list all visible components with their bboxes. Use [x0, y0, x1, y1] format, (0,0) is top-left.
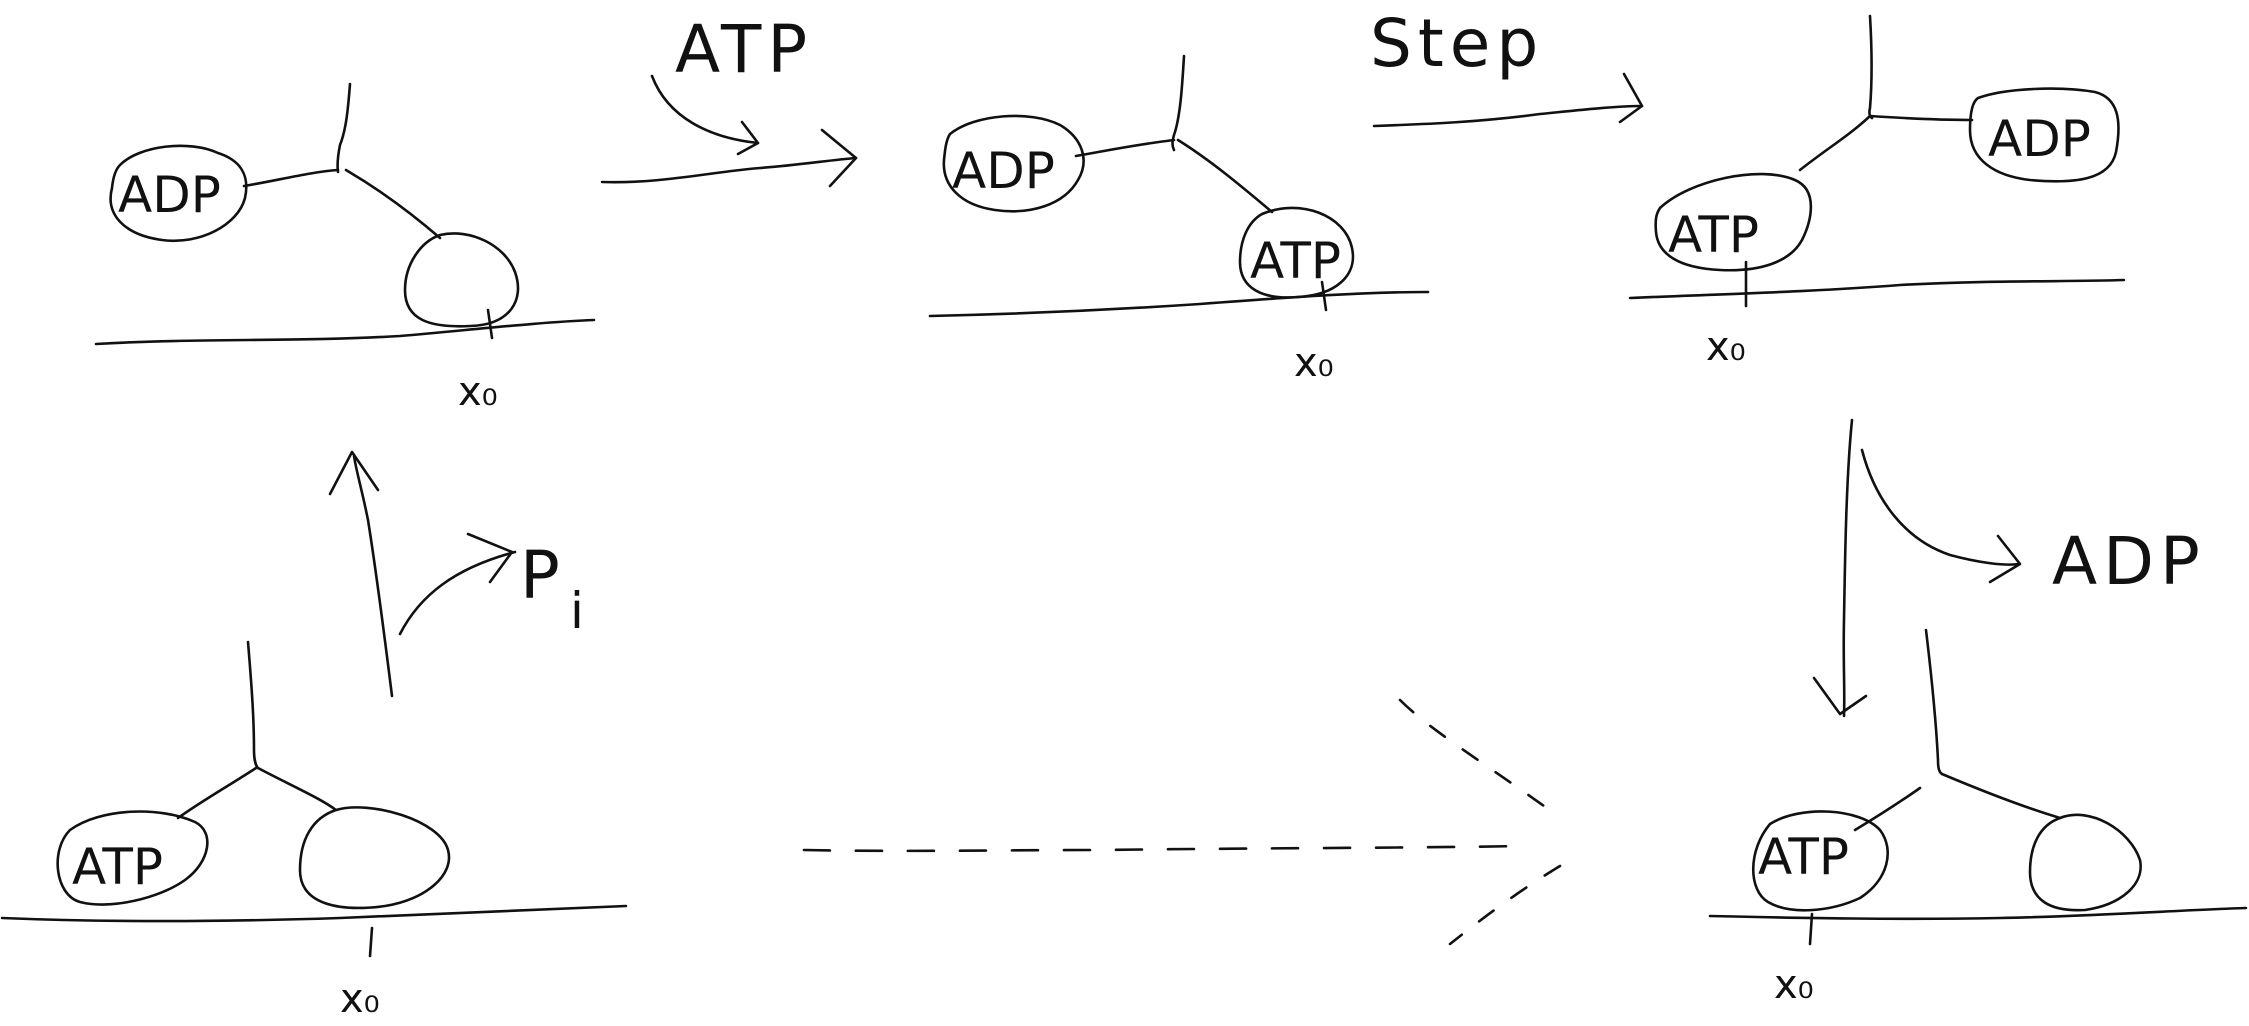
motor-head-adp-label: ADP — [1988, 110, 2091, 168]
rear-lever — [176, 766, 258, 820]
step-head — [1618, 72, 1644, 124]
motor-head-atp — [1654, 172, 1813, 272]
position-tick — [368, 926, 374, 958]
position-tick — [1320, 280, 1328, 312]
pi-shaft — [352, 454, 394, 698]
state-5: ATP x₀ — [0, 640, 628, 1022]
adp-release-arrow: ADP — [1812, 418, 2206, 718]
adp-out-head — [1988, 534, 2022, 584]
stalk-line — [1924, 628, 1944, 776]
state-4: ATP x₀ — [1708, 628, 2248, 1008]
atp-curve — [650, 74, 760, 145]
position-label: x₀ — [1706, 324, 1746, 370]
position-tick — [486, 308, 494, 340]
track-line — [0, 904, 628, 923]
stalk-line — [1171, 54, 1186, 152]
motor-head-adp-label: ADP — [118, 166, 221, 224]
front-lever — [256, 766, 338, 812]
state-1: ADP x₀ — [94, 82, 596, 415]
motor-head-atp-label: ATP — [1250, 232, 1341, 290]
adp-out-curve — [1860, 448, 2020, 566]
dashed-head-lower — [1448, 864, 1562, 946]
track-line — [94, 318, 596, 346]
dashed-arrow — [802, 698, 1562, 946]
motor-head-adp — [942, 114, 1085, 213]
front-lever — [1940, 772, 2062, 820]
lever-line — [1798, 114, 1872, 172]
rear-lever — [1853, 786, 1922, 832]
motor-head-empty — [2028, 813, 2142, 912]
link-to-adp — [1868, 114, 1974, 122]
pi-label: P — [520, 537, 566, 614]
motor-head-atp — [56, 810, 209, 906]
atp-main-shaft — [600, 156, 858, 184]
position-label: x₀ — [1774, 962, 1814, 1008]
atp-main-head — [820, 128, 858, 188]
atp-binding-arrow: ATP — [600, 11, 858, 188]
track-line — [1628, 278, 2126, 300]
motor-head-atp-label: ATP — [1668, 206, 1759, 264]
atp-arrow-label: ATP — [675, 11, 813, 88]
motor-head-bound — [403, 232, 520, 328]
track-line — [928, 290, 1430, 318]
adp-out-label: ADP — [2052, 523, 2206, 600]
release-head — [1812, 676, 1868, 716]
state-3: ADP ATP x₀ — [1628, 14, 2126, 370]
dashed-shaft — [802, 844, 1522, 853]
stalk-line — [336, 82, 352, 174]
position-label: x₀ — [458, 369, 498, 415]
motor-head-adp — [109, 144, 248, 243]
state-2: ADP ATP x₀ — [928, 54, 1430, 386]
position-label: x₀ — [340, 976, 380, 1022]
step-arrow: Step — [1370, 5, 1644, 128]
link-line — [242, 168, 340, 188]
pi-release-arrow: P i — [328, 450, 584, 698]
release-shaft — [1842, 418, 1854, 718]
motor-head-adp-label: ADP — [952, 142, 1055, 200]
lever-line — [1176, 138, 1274, 214]
atp-curve-head — [736, 120, 760, 156]
stalk-line — [246, 640, 260, 770]
track-line — [1708, 906, 2248, 921]
motor-head-empty — [298, 806, 451, 910]
motor-head-atp — [1751, 810, 1889, 912]
step-arrow-label: Step — [1370, 5, 1544, 82]
lever-line — [344, 168, 442, 240]
pi-curve — [398, 550, 517, 636]
position-label: x₀ — [1294, 340, 1334, 386]
motor-head-atp-label: ATP — [1758, 828, 1849, 886]
pi-shaft-head — [328, 450, 380, 496]
dashed-head-upper — [1398, 698, 1560, 818]
motor-head-atp-label: ATP — [72, 838, 163, 896]
step-shaft — [1372, 104, 1644, 128]
position-tick — [1808, 912, 1814, 946]
motor-head-adp-detached — [1968, 87, 2120, 183]
motor-head-atp — [1238, 206, 1355, 299]
pi-subscript: i — [570, 582, 584, 640]
pi-curve-head — [466, 532, 514, 584]
link-line — [1074, 138, 1176, 158]
stalk-line — [1868, 14, 1874, 120]
